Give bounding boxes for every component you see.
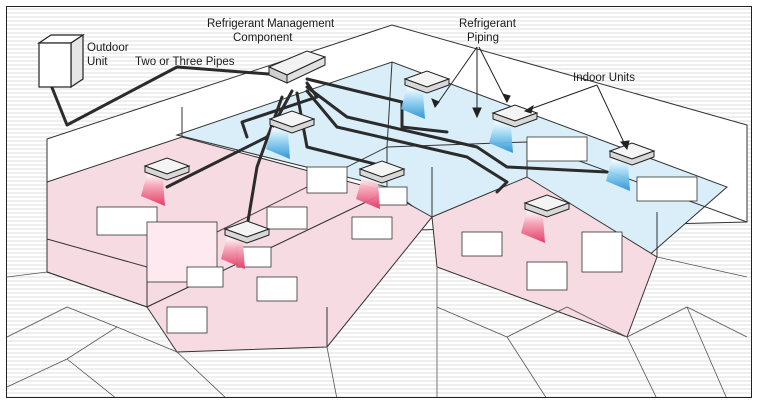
diagram-frame: Outdoor Unit Two or Three Pipes Refriger… <box>6 6 752 398</box>
outdoor-unit <box>39 35 83 87</box>
label-rmc-line1: Refrigerant Management <box>207 18 335 30</box>
label-piping-line1: Refrigerant <box>459 18 517 30</box>
lounge-desk <box>527 262 567 290</box>
desk-4 <box>307 167 347 193</box>
desk-1 <box>187 267 223 287</box>
sofa <box>462 232 502 256</box>
desk-3 <box>267 207 307 229</box>
label-outdoor-unit-line1: Outdoor <box>87 42 129 54</box>
label-rmc-line2: Component <box>233 32 293 44</box>
desk-7 <box>167 307 207 333</box>
vrf-building-diagram: Outdoor Unit Two or Three Pipes Refriger… <box>7 7 752 398</box>
label-pipes: Two or Three Pipes <box>135 56 235 68</box>
desk-blue-room <box>637 177 697 201</box>
label-outdoor-unit-line2: Unit <box>87 56 108 68</box>
desk-6 <box>377 187 407 205</box>
label-indoor-units: Indoor Units <box>573 72 635 84</box>
desk-5 <box>352 217 392 239</box>
label-piping-line2: Piping <box>467 32 499 44</box>
desk-8 <box>257 277 297 301</box>
cabinet-right <box>582 232 622 272</box>
shelf-blue-room <box>527 137 587 161</box>
